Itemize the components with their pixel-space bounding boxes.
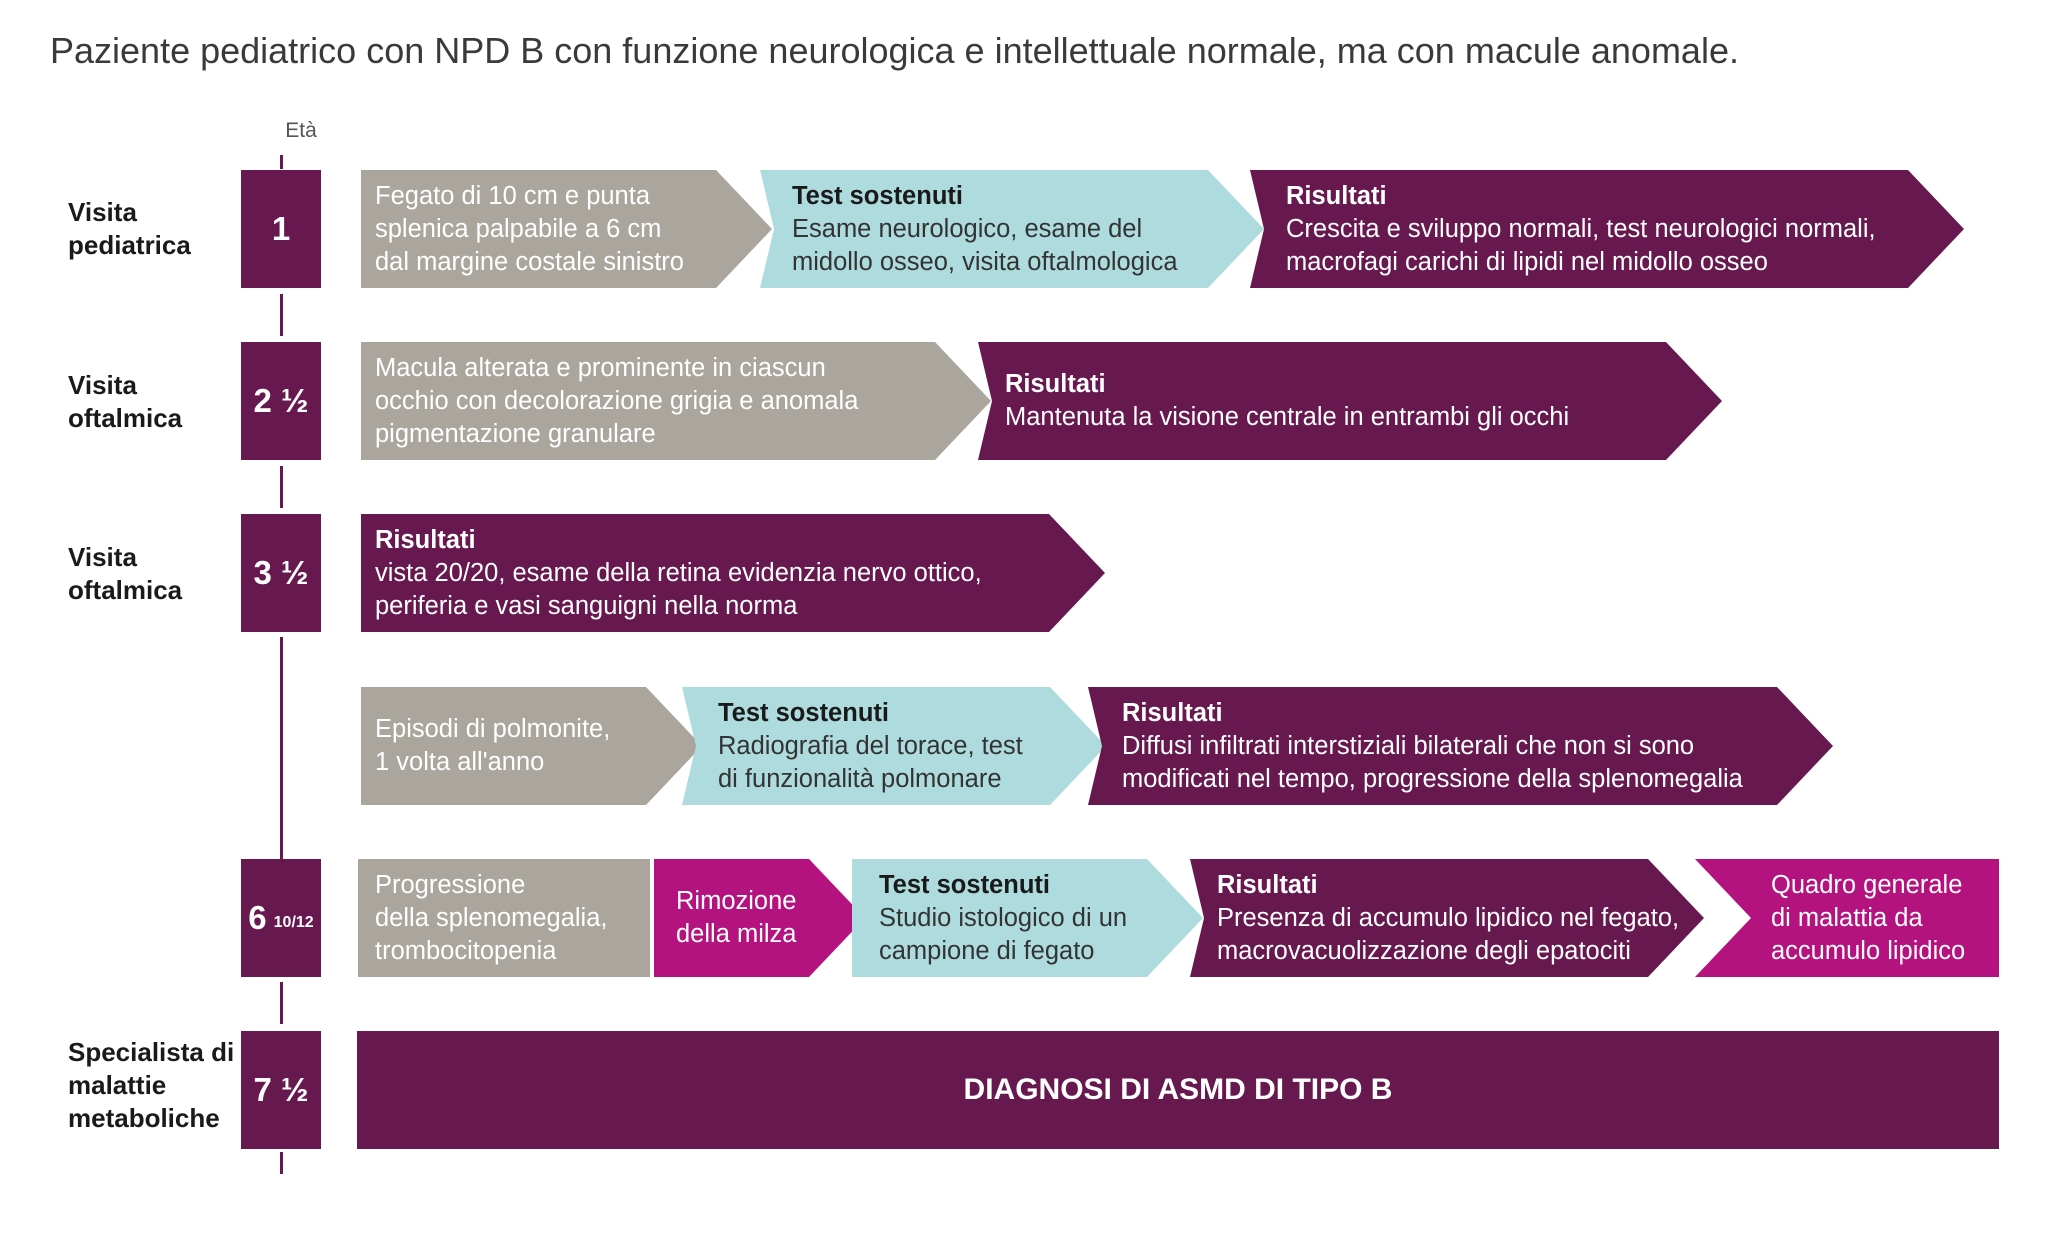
- arrow-heading: Test sostenuti: [718, 698, 889, 727]
- arrow-text: Macula alterata e prominente in ciascun …: [375, 353, 859, 448]
- results-arrow: Risultati Diffusi infiltrati interstizia…: [1088, 687, 1833, 805]
- row-label-pediatric-visit: Visita pediatrica: [68, 197, 191, 260]
- results-arrow: Risultati Presenza di accumulo lipidico …: [1190, 859, 1704, 977]
- arrow-text: Studio istologico di un campione di fega…: [879, 903, 1128, 965]
- timeline-line: [280, 982, 283, 1024]
- arrow-text: Episodi di polmonite, 1 volta all'anno: [375, 715, 611, 776]
- finding-arrow: Macula alterata e prominente in ciascun …: [361, 342, 991, 460]
- arrow-text: Presenza di accumulo lipidico nel fegato…: [1217, 903, 1680, 965]
- results-arrow: Risultati vista 20/20, esame della retin…: [361, 514, 1105, 632]
- arrow-heading: Test sostenuti: [792, 181, 963, 210]
- procedure-arrow: Rimozione della milza: [654, 859, 865, 977]
- timeline-line: [280, 294, 283, 336]
- timeline-line: [280, 1152, 283, 1174]
- tests-arrow: Test sostenuti Studio istologico di un c…: [852, 859, 1203, 977]
- page-title: Paziente pediatrico con NPD B con funzio…: [50, 30, 1739, 71]
- arrow-text: Mantenuta la visione centrale in entramb…: [1005, 403, 1570, 431]
- arrow-text: Radiografia del torace, test di funziona…: [718, 731, 1023, 793]
- diagnosis-banner: DIAGNOSI DI ASMD DI TIPO B: [357, 1031, 1999, 1149]
- arrow-text: Diffusi infiltrati interstiziali bilater…: [1122, 731, 1743, 793]
- arrow-text: vista 20/20, esame della retina evidenzi…: [375, 558, 982, 620]
- arrow-heading: Risultati: [1122, 698, 1223, 727]
- arrow-heading: Risultati: [1286, 181, 1387, 210]
- age-marker: 2 ½: [241, 342, 321, 460]
- arrow-heading: Risultati: [375, 525, 476, 554]
- timeline-line: [280, 155, 283, 169]
- tests-arrow: Test sostenuti Radiografia del torace, t…: [682, 687, 1106, 805]
- timeline-line: [280, 637, 283, 859]
- finding-arrow: Fegato di 10 cm e punta splenica palpabi…: [361, 170, 772, 288]
- arrow-text: Quadro generale di malattia da accumulo …: [1771, 870, 1966, 965]
- age-marker: 3 ½: [241, 514, 321, 632]
- row-label-metabolic-specialist: Specialista di malattie metaboliche: [68, 1037, 235, 1133]
- arrow-heading: Risultati: [1005, 370, 1106, 398]
- age-fraction: 10/12: [273, 914, 314, 931]
- age-marker: 1: [241, 170, 321, 288]
- age-marker: 7 ½: [241, 1031, 321, 1149]
- results-arrow: Risultati Mantenuta la visione centrale …: [978, 342, 1722, 460]
- arrow-text: Fegato di 10 cm e punta splenica palpabi…: [375, 181, 684, 276]
- arrow-text: Rimozione della milza: [676, 887, 797, 948]
- row-label-ophthalmic-visit: Visita oftalmica: [68, 542, 183, 605]
- tests-arrow: Test sostenuti Esame neurologico, esame …: [760, 170, 1264, 288]
- row-label-ophthalmic-visit: Visita oftalmica: [68, 370, 183, 433]
- arrow-heading: Test sostenuti: [879, 870, 1050, 899]
- arrow-text: Progressione della splenomegalia, trombo…: [375, 870, 608, 965]
- arrow-heading: Risultati: [1217, 870, 1318, 899]
- finding-arrow: Episodi di polmonite, 1 volta all'anno: [361, 687, 702, 805]
- finding-arrow: Progressione della splenomegalia, trombo…: [358, 859, 650, 977]
- timeline-line: [280, 466, 283, 508]
- arrow-text: Esame neurologico, esame del midollo oss…: [792, 214, 1178, 276]
- arrow-text: Crescita e sviluppo normali, test neurol…: [1286, 214, 1876, 276]
- age-column-header: Età: [285, 119, 317, 142]
- results-arrow: Risultati Crescita e sviluppo normali, t…: [1250, 170, 1964, 288]
- conclusion-box: Quadro generale di malattia da accumulo …: [1695, 859, 1999, 977]
